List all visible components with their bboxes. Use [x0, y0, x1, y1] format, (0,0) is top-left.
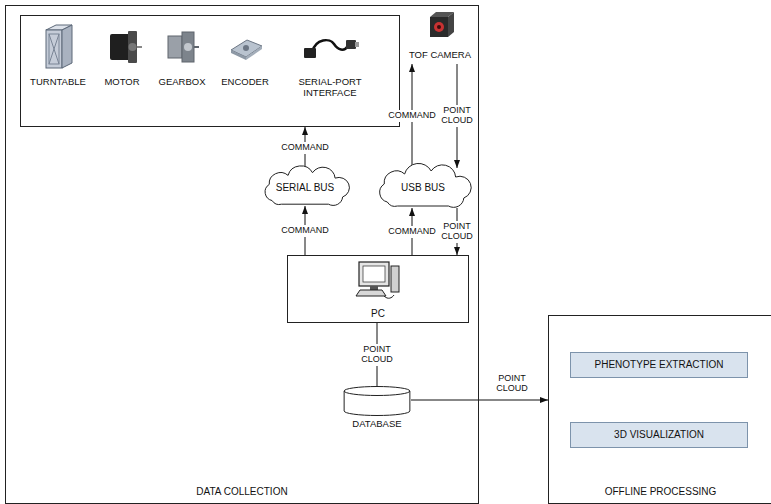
gearbox-icon: [168, 32, 199, 62]
shape-path: [265, 166, 349, 206]
process-label: PHENOTYPE EXTRACTION: [595, 359, 724, 371]
edge-label: POINT CLOUD: [494, 373, 530, 395]
turntable-label: TURNTABLE: [19, 77, 97, 88]
camera-label: TOF CAMERA: [400, 50, 480, 61]
region-title: DATA COLLECTION: [6, 486, 478, 498]
bus-cloud: SERIAL BUS: [258, 170, 352, 206]
device-box: TURNTABLEMOTORGEARBOXENCODER SERIAL-PORT …: [20, 15, 400, 127]
turntable-icon: [46, 25, 72, 68]
camera-node: TOF CAMERA: [400, 8, 480, 64]
process-label: 3D VISUALIZATION: [614, 429, 704, 441]
pc-icon: [356, 262, 399, 298]
region-box: DATA COLLECTION TURNTABLEMOTORGEARBOXENCO…: [5, 5, 479, 504]
encoder-label: ENCODER: [206, 77, 284, 88]
region-title: OFFLINE PROCESSING: [549, 486, 771, 498]
cylinder-shape: [343, 386, 411, 416]
edge-label: POINT CLOUD: [359, 344, 395, 366]
bus-label: SERIAL BUS: [276, 182, 335, 194]
encoder-icon: [231, 40, 262, 60]
region-box: OFFLINE PROCESSING PHENOTYPE EXTRACTION 3D…: [548, 315, 771, 504]
database-label: DATABASE: [343, 419, 411, 430]
pc-label: PC: [288, 308, 468, 320]
edge-label: POINT CLOUD: [439, 105, 475, 127]
serial-interface-icon: [304, 40, 359, 58]
cylinder-rim: [344, 391, 410, 396]
database-cylinder: DATABASE: [343, 386, 411, 436]
tof-camera-icon: [430, 12, 454, 37]
edge-label: COMMAND: [279, 142, 331, 154]
motor-icon: [110, 31, 142, 63]
motor-label: MOTOR: [83, 77, 161, 88]
serial-interface-label: SERIAL-PORT INTERFACE: [291, 77, 369, 99]
bus-label: USB BUS: [401, 182, 445, 194]
shape-path: [380, 163, 471, 207]
cylinder-body: [344, 387, 410, 416]
edge-label: COMMAND: [279, 225, 331, 237]
edge-label: COMMAND: [386, 110, 438, 122]
edge-label: COMMAND: [386, 226, 438, 238]
connector-arrow: [411, 400, 548, 401]
gearbox-label: GEARBOX: [143, 77, 221, 88]
pc-box: PC: [287, 255, 469, 323]
edge-label: POINT CLOUD: [439, 221, 475, 243]
bus-cloud: USB BUS: [372, 168, 474, 208]
process-box: 3D VISUALIZATION: [570, 422, 748, 448]
process-box: PHENOTYPE EXTRACTION: [570, 352, 748, 378]
